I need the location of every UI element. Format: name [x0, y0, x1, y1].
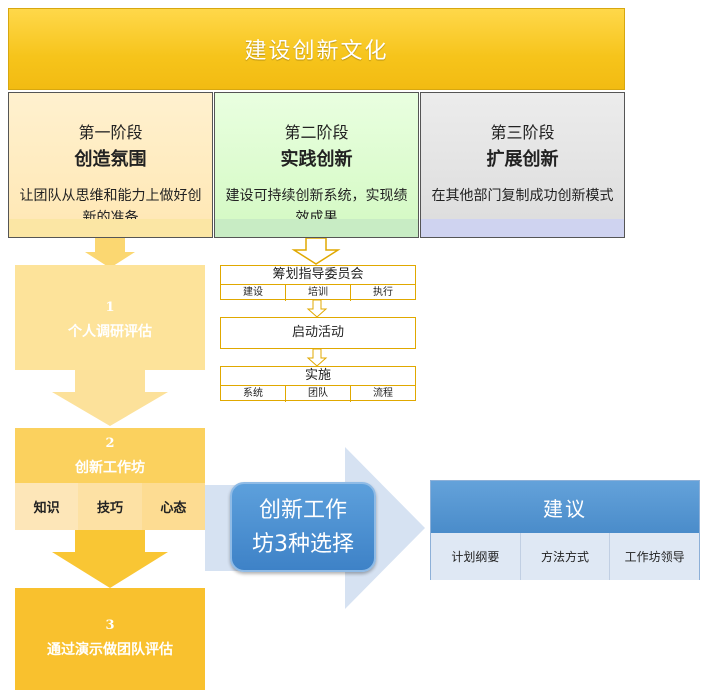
step-label: 通过演示做团队评估 — [47, 642, 173, 658]
step-label: 个人调研评估 — [68, 324, 152, 340]
middle-step-3: 实施 系统 团队 流程 — [220, 366, 416, 402]
stage-box-2: 第二阶段 实践创新 建设可持续创新系统，实现绩效成果 — [214, 92, 419, 238]
sub-item: 培训 — [286, 285, 351, 301]
middle-step-subs: 建设 培训 执行 — [221, 284, 415, 301]
down-arrow-1-2 — [52, 370, 168, 426]
step-label: 创新工作坊 — [75, 460, 145, 476]
step-1-box: 1 个人调研评估 — [15, 265, 205, 370]
stage-phase: 第一阶段 — [78, 123, 143, 142]
sub-item: 建设 — [221, 285, 286, 301]
recommendation-item: 工作坊领导 — [624, 550, 685, 564]
workshop-choice-text: 创新工作坊3种选择 — [252, 498, 354, 557]
down-arrow-stage1 — [85, 238, 135, 268]
step-2-box: 2 创新工作坊 知识 技巧 心态 — [15, 428, 205, 530]
step-3-box: 3 通过演示做团队评估 — [15, 588, 205, 690]
stage-band — [215, 219, 418, 237]
header-title: 建设创新文化 — [244, 39, 389, 64]
stage-desc: 在其他部门复制成功创新模式 — [431, 188, 614, 204]
step-number: 3 — [105, 618, 115, 633]
middle-step-label: 实施 — [304, 368, 331, 383]
recommendation-panel: 建议 计划纲要 方法方式 工作坊领导 — [430, 480, 700, 580]
workshop-cell-skills: 技巧 — [78, 483, 142, 530]
middle-step-1: 筹划指导委员会 建设 培训 执行 — [220, 265, 416, 301]
stage-band — [9, 219, 212, 237]
connector-2-3 — [306, 348, 328, 367]
connector-1-2 — [306, 299, 328, 318]
stage-name: 创造氛围 — [74, 149, 147, 170]
sub-item: 流程 — [373, 388, 393, 399]
stage-box-3: 第三阶段 扩展创新 在其他部门复制成功创新模式 — [420, 92, 625, 238]
down-arrow-2-3 — [52, 530, 168, 588]
header-banner: 建设创新文化 — [8, 8, 625, 90]
recommendation-title: 建议 — [431, 481, 699, 533]
stage-phase: 第三阶段 — [490, 123, 555, 142]
middle-step-label: 启动活动 — [291, 325, 344, 340]
recommendation-item: 计划纲要 — [431, 533, 521, 580]
down-arrow-stage2 — [291, 237, 341, 265]
stage-name: 实践创新 — [280, 149, 353, 170]
recommendation-items: 计划纲要 方法方式 工作坊领导 — [431, 533, 699, 580]
stage-band — [421, 219, 624, 237]
sub-item: 团队 — [286, 386, 351, 402]
workshop-cell-mindset: 心态 — [141, 483, 205, 530]
workshop-cells: 知识 技巧 心态 — [15, 483, 205, 530]
stage-box-1: 第一阶段 创造氛围 让团队从思维和能力上做好创新的准备 — [8, 92, 213, 238]
stage-name: 扩展创新 — [486, 149, 559, 170]
step-number: 2 — [105, 436, 115, 451]
middle-step-label: 筹划指导委员会 — [272, 267, 364, 282]
workshop-choice-box: 创新工作坊3种选择 — [230, 482, 376, 572]
middle-step-subs: 系统 团队 流程 — [221, 385, 415, 402]
workshop-cell-knowledge: 知识 — [15, 483, 79, 530]
stage-phase: 第二阶段 — [284, 123, 349, 142]
middle-step-2: 启动活动 — [220, 317, 416, 349]
step-number: 1 — [105, 300, 115, 315]
sub-item: 执行 — [373, 287, 393, 298]
recommendation-item: 方法方式 — [521, 533, 611, 580]
sub-item: 系统 — [221, 386, 286, 402]
